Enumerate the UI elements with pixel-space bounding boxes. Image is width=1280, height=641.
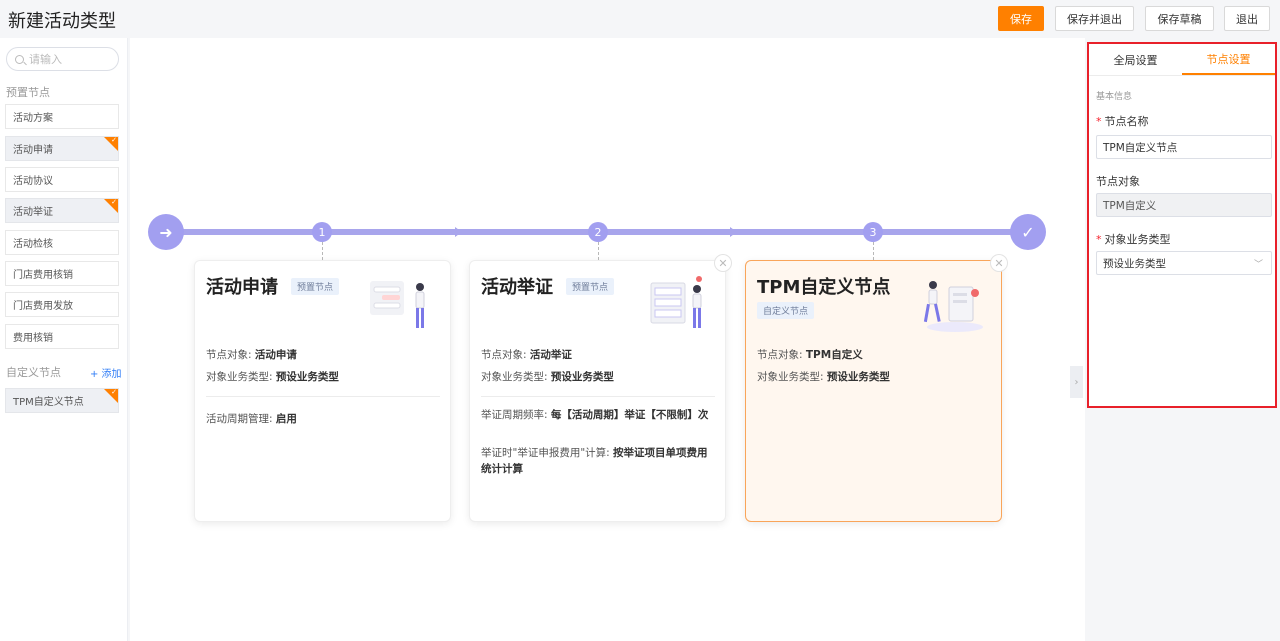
node-name-input[interactable]: TPM自定义节点: [1096, 135, 1272, 159]
flow-arrow-icon: [730, 227, 737, 237]
tabs-divider: [1089, 75, 1275, 76]
sidebar-item-label: TPM自定义节点: [13, 397, 84, 408]
card-title: 活动举证: [481, 277, 553, 298]
biztype-value: 预设业务类型: [1103, 257, 1166, 270]
sidebar-item-activity-agreement[interactable]: 活动协议: [5, 167, 119, 192]
tab-node-settings[interactable]: 节点设置: [1182, 44, 1275, 75]
step-connector: [873, 242, 874, 260]
node-name-label: *节点名称: [1096, 115, 1149, 128]
close-icon[interactable]: ✕: [990, 254, 1008, 272]
node-card-activity-proof[interactable]: 活动举证 预置节点 ✕ 节点对象: 活动举证 对象业务类型: 预设业务类型 举证…: [469, 254, 732, 522]
step-number-3: 3: [863, 222, 883, 242]
node-settings-panel: 全局设置 节点设置 基本信息 *节点名称 TPM自定义节点 节点对象 TPM自定…: [1087, 42, 1277, 408]
add-custom-node-link[interactable]: + 添加: [90, 369, 122, 380]
save-draft-button[interactable]: 保存草稿: [1145, 6, 1214, 31]
card-biztype-line: 对象业务类型: 预设业务类型: [757, 371, 890, 383]
sidebar-item-store-writeoff[interactable]: 门店费用核销: [5, 261, 119, 286]
step-connector: [598, 242, 599, 260]
node-card-tpm-custom[interactable]: TPM自定义节点 自定义节点 ✕ 节点对象: TPM自定义 对象业务类型: 预设…: [745, 254, 1008, 522]
flow-arrow-icon: [455, 227, 462, 237]
preset-nodes-label: 预置节点: [6, 86, 50, 99]
card-tag: 自定义节点: [757, 302, 815, 319]
collapse-panel-handle[interactable]: ›: [1070, 366, 1083, 398]
card-object-line: 节点对象: TPM自定义: [757, 349, 863, 361]
biztype-label: *对象业务类型: [1096, 233, 1171, 246]
sidebar-item-label: 活动申请: [13, 145, 53, 156]
exit-button[interactable]: 退出: [1224, 6, 1270, 31]
tab-global-settings[interactable]: 全局设置: [1113, 53, 1158, 67]
card-biztype-line: 对象业务类型: 预设业务类型: [206, 371, 339, 383]
node-object-field: TPM自定义: [1096, 193, 1272, 217]
person-document-illustration-icon: [923, 281, 983, 332]
check-icon: ✓: [1010, 214, 1046, 250]
card-object-line: 节点对象: 活动申请: [206, 349, 297, 361]
sidebar-item-label: 活动举证: [13, 207, 53, 218]
save-exit-button[interactable]: 保存并退出: [1055, 6, 1134, 31]
sidebar-item-label: 活动检核: [13, 239, 53, 250]
card-object-line: 节点对象: 活动举证: [481, 349, 572, 361]
custom-nodes-label: 自定义节点: [6, 366, 61, 379]
node-object-label: 节点对象: [1096, 175, 1140, 188]
card-frequency-line: 举证周期频率: 每【活动周期】举证【不限制】次: [481, 409, 709, 421]
sidebar-item-label: 门店费用核销: [13, 270, 73, 281]
card-title: 活动申请: [206, 277, 278, 298]
sidebar-item-activity-plan[interactable]: 活动方案: [5, 104, 119, 129]
page-title: 新建活动类型: [8, 11, 116, 32]
biztype-select[interactable]: 预设业务类型 ﹀: [1096, 251, 1272, 275]
search-input[interactable]: 请输入: [6, 47, 119, 71]
step-number-2: 2: [588, 222, 608, 242]
sidebar-item-activity-apply[interactable]: 活动申请: [5, 136, 119, 161]
page-header: 新建活动类型 保存 保存并退出 保存草稿 退出: [0, 0, 1280, 38]
sidebar-item-activity-proof[interactable]: 活动举证: [5, 198, 119, 223]
sidebar-item-store-distribution[interactable]: 门店费用发放: [5, 292, 119, 317]
basic-info-label: 基本信息: [1096, 92, 1133, 102]
search-placeholder: 请输入: [29, 53, 62, 66]
sidebar-item-label: 费用核销: [13, 333, 53, 344]
chevron-down-icon: ﹀: [1253, 260, 1263, 270]
selected-check-icon: [104, 199, 118, 213]
sidebar-item-label: 活动方案: [13, 113, 53, 124]
person-shelf-illustration-icon: [650, 276, 702, 328]
card-divider: [481, 396, 715, 397]
node-sidebar: 请输入 预置节点 活动方案 活动申请 活动协议 活动举证 活动检核 门店费用核销…: [0, 38, 128, 641]
arrow-right-icon: ➜: [148, 214, 184, 250]
save-button[interactable]: 保存: [998, 6, 1044, 31]
step-connector: [322, 242, 323, 260]
step-number-1: 1: [312, 222, 332, 242]
sidebar-item-activity-inspection[interactable]: 活动检核: [5, 230, 119, 255]
sidebar-item-tpm-custom[interactable]: TPM自定义节点: [5, 388, 119, 413]
close-icon[interactable]: ✕: [714, 254, 732, 272]
selected-check-icon: [104, 137, 118, 151]
person-form-illustration-icon: [370, 281, 425, 328]
card-biztype-line: 对象业务类型: 预设业务类型: [481, 371, 614, 383]
sidebar-item-label: 活动协议: [13, 176, 53, 187]
node-card-activity-apply[interactable]: 活动申请 预置节点 节点对象: 活动申请 对象业务类型: 预设业务类型 活动周期…: [194, 260, 451, 522]
card-calc-line: 举证时"举证申报费用"计算: 按举证项目单项费用统计计算: [481, 447, 708, 475]
card-title: TPM自定义节点: [757, 277, 891, 298]
sidebar-item-label: 门店费用发放: [13, 301, 73, 312]
card-tag: 预置节点: [291, 278, 340, 295]
sidebar-item-fee-writeoff[interactable]: 费用核销: [5, 324, 119, 349]
card-divider: [206, 396, 440, 397]
card-cycle-line: 活动周期管理: 启用: [206, 413, 297, 425]
card-tag: 预置节点: [566, 278, 615, 295]
selected-check-icon: [104, 389, 118, 403]
search-icon: [15, 54, 24, 64]
